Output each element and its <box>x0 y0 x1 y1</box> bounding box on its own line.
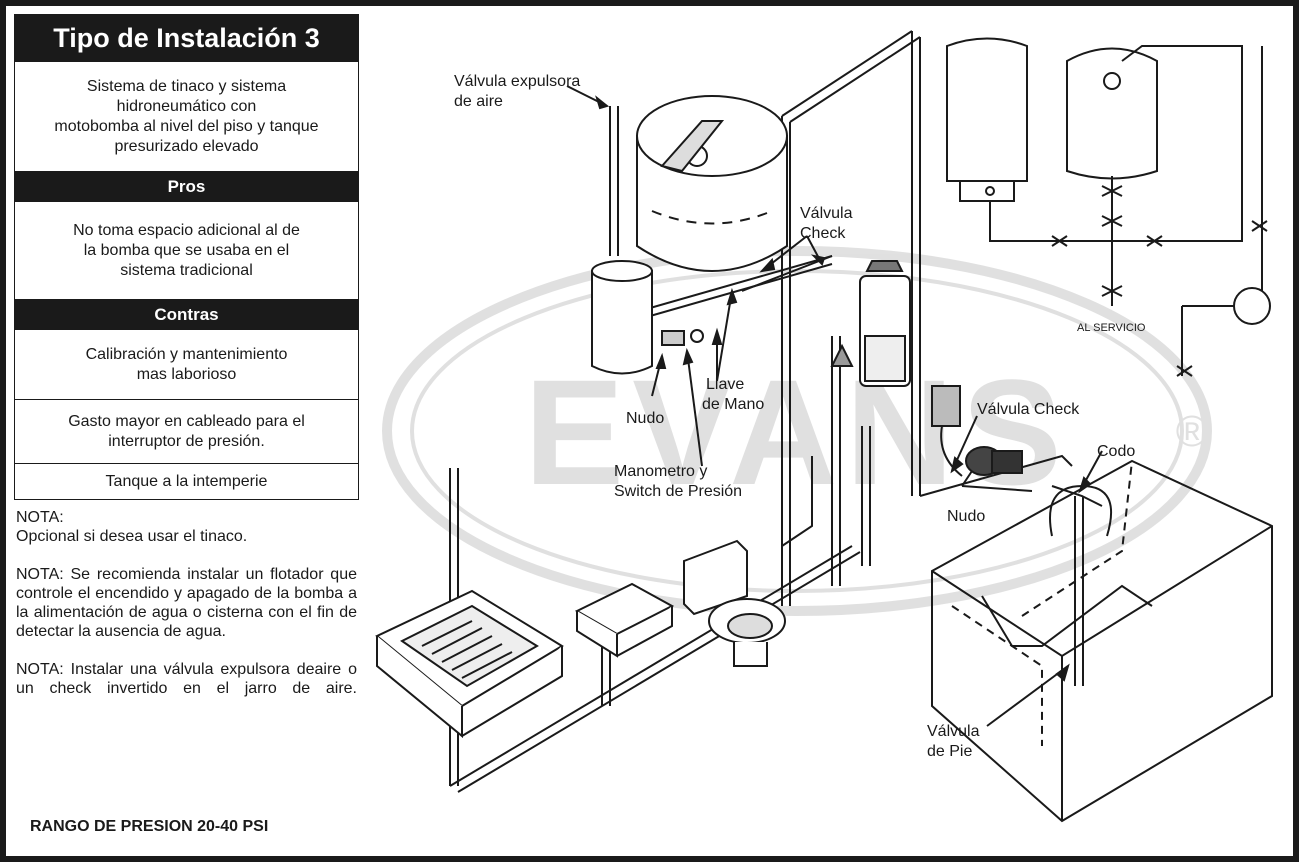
label-al-servicio: AL SERVICIO <box>1077 322 1146 334</box>
contra-line: mas laborioso <box>136 365 237 383</box>
installation-diagram: EVANS ® <box>375 30 1273 823</box>
laundry-sink <box>375 589 564 739</box>
label-valvula-pie: de Pie <box>927 743 972 760</box>
water-heater <box>830 260 911 387</box>
contras-heading: Contras <box>14 300 359 330</box>
label-valvula-expulsora: Válvula expulsora <box>454 73 580 90</box>
contra-item: Gasto mayor en cableado para el interrup… <box>14 400 359 464</box>
label-valvula-expulsora: de aire <box>454 93 503 110</box>
label-manometro: Manometro y <box>614 463 707 480</box>
description-line: motobomba al nivel del piso y tanque <box>54 117 319 135</box>
contra-line: Calibración y mantenimiento <box>85 345 288 363</box>
pros-heading: Pros <box>14 172 359 202</box>
description-line: Sistema de tinaco y sistema <box>86 77 287 95</box>
installation-description: Sistema de tinaco y sistema hidroneumáti… <box>14 62 359 172</box>
note-text: NOTA: Instalar una válvula expulsora dea… <box>16 661 357 697</box>
washbasin <box>574 582 675 658</box>
label-valvula-pie: Válvula <box>927 723 980 740</box>
pump-assembly <box>931 385 1023 477</box>
label-valvula-check: Válvula <box>800 205 853 222</box>
callout-arrows <box>566 85 1103 727</box>
tinaco <box>636 95 788 272</box>
notes: NOTA: Opcional si desea usar el tinaco. … <box>14 508 359 698</box>
contra-line: Gasto mayor en cableado para el <box>68 412 305 430</box>
pressure-tank <box>591 260 704 375</box>
description-line: hidroneumático con <box>116 97 257 115</box>
page-title: Tipo de Instalación 3 <box>14 14 359 62</box>
note-label: NOTA: <box>16 509 64 526</box>
label-llave-mano: de Mano <box>702 396 764 413</box>
label-manometro: Switch de Presión <box>614 483 742 500</box>
pros-line: la bomba que se usaba en el <box>83 241 290 259</box>
contra-item: Calibración y mantenimiento mas laborios… <box>14 330 359 400</box>
note-text: Opcional si desea usar el tinaco. <box>16 528 248 545</box>
diagram-frame: Tipo de Instalación 3 Sistema de tinaco … <box>6 6 1293 856</box>
description-line: presurizado elevado <box>114 137 259 155</box>
toilet <box>683 539 786 667</box>
label-llave-mano: Llave <box>706 376 744 393</box>
label-valvula-check-pump: Válvula Check <box>977 401 1080 418</box>
contra-line: Tanque a la intemperie <box>105 472 268 490</box>
pros-line: No toma espacio adicional al de <box>73 221 300 239</box>
pressure-range: RANGO DE PRESION 20-40 PSI <box>30 818 269 835</box>
label-codo: Codo <box>1097 443 1135 460</box>
label-nudo: Nudo <box>626 410 664 427</box>
note-text: NOTA: Se recomienda instalar un flotador… <box>16 566 357 640</box>
label-valvula-check: Check <box>800 225 846 242</box>
cistern <box>931 459 1273 823</box>
watermark-text: EVANS <box>524 348 1070 516</box>
contra-item: Tanque a la intemperie <box>14 464 359 500</box>
contra-line: interruptor de presión. <box>108 432 265 450</box>
info-panel: Tipo de Instalación 3 Sistema de tinaco … <box>14 14 359 848</box>
pros-text: No toma espacio adicional al de la bomba… <box>14 202 359 300</box>
pros-line: sistema tradicional <box>120 261 253 279</box>
schematic <box>946 37 1271 377</box>
evans-watermark: EVANS ® <box>382 246 1212 616</box>
label-nudo: Nudo <box>947 508 985 525</box>
registered-mark: ® <box>1176 407 1208 456</box>
